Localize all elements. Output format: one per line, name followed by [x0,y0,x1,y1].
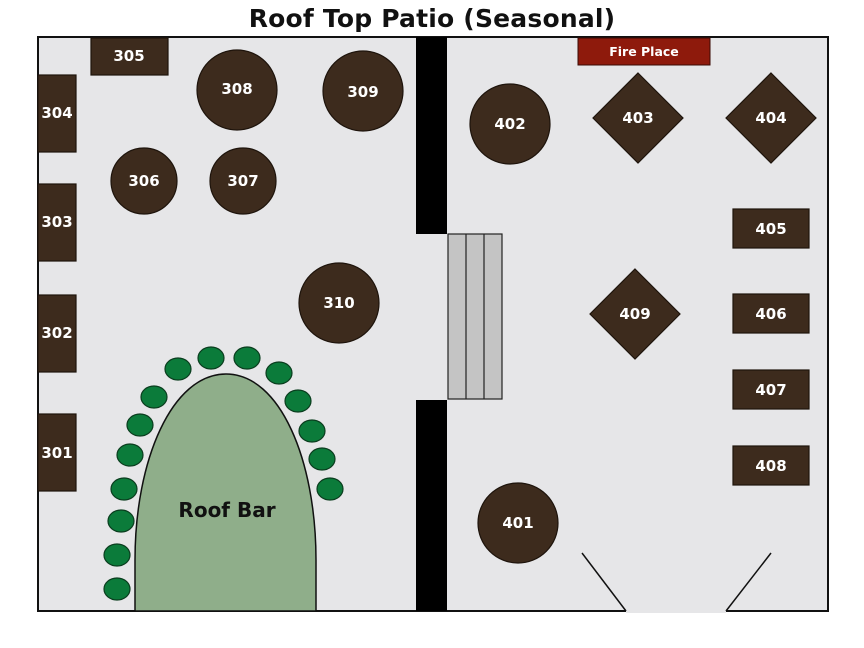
fireplace: Fire Place [577,37,711,66]
table-401[interactable]: 401 [477,482,559,564]
table-305[interactable]: 305 [90,37,169,76]
table-label: 405 [755,220,786,238]
table-label: 306 [128,172,159,190]
page-title: Roof Top Patio (Seasonal) [248,4,616,33]
bar-stool [103,577,131,601]
bar-stool [126,413,154,437]
table-302[interactable]: 302 [37,294,77,373]
table-label: 404 [755,109,786,127]
entrance-door-left [581,552,627,612]
table-label: 402 [494,115,525,133]
table-405[interactable]: 405 [732,208,810,249]
bar-stool [233,346,261,370]
bar-stool [103,543,131,567]
table-label: 302 [41,324,72,342]
bar-stool [164,357,192,381]
table-303[interactable]: 303 [37,183,77,262]
table-label: 308 [221,80,252,98]
table-label: 403 [622,109,653,127]
table-label: 305 [113,47,144,65]
bar-stool [110,477,138,501]
bar-stool [197,346,225,370]
table-label: 303 [41,213,72,231]
bar-stool [298,419,326,443]
table-408[interactable]: 408 [732,445,810,486]
roof-bar-label: Roof Bar [178,498,275,522]
table-label: 408 [755,457,786,475]
entrance-door-right [725,552,772,612]
divider-wall-upper [416,37,447,234]
bar-stool [284,389,312,413]
bar-stool [316,477,344,501]
table-307[interactable]: 307 [209,147,277,215]
table-label: 310 [323,294,354,312]
stairs[interactable] [447,233,503,400]
table-304[interactable]: 304 [37,74,77,153]
table-label: 309 [347,83,378,101]
table-label: 409 [619,305,650,323]
bar-stool [107,509,135,533]
divider-wall-lower [416,400,447,611]
table-label: 301 [41,444,72,462]
table-label: 401 [502,514,533,532]
table-label: 304 [41,104,72,122]
bar-stool [116,443,144,467]
bar-stool [308,447,336,471]
table-403[interactable]: 403 [592,72,684,164]
bar-stool [140,385,168,409]
table-402[interactable]: 402 [469,83,551,165]
table-label: 307 [227,172,258,190]
table-308[interactable]: 308 [196,49,278,131]
table-404[interactable]: 404 [725,72,817,164]
bar-stools [103,346,344,601]
fireplace-label: Fire Place [609,44,679,59]
table-406[interactable]: 406 [732,293,810,334]
table-301[interactable]: 301 [37,413,77,492]
table-306[interactable]: 306 [110,147,178,215]
bar-stool [265,361,293,385]
table-309[interactable]: 309 [322,50,404,132]
table-407[interactable]: 407 [732,369,810,410]
table-409[interactable]: 409 [589,268,681,360]
table-label: 406 [755,305,786,323]
table-310[interactable]: 310 [298,262,380,344]
table-label: 407 [755,381,786,399]
roof-bar[interactable]: Roof Bar [134,373,317,612]
